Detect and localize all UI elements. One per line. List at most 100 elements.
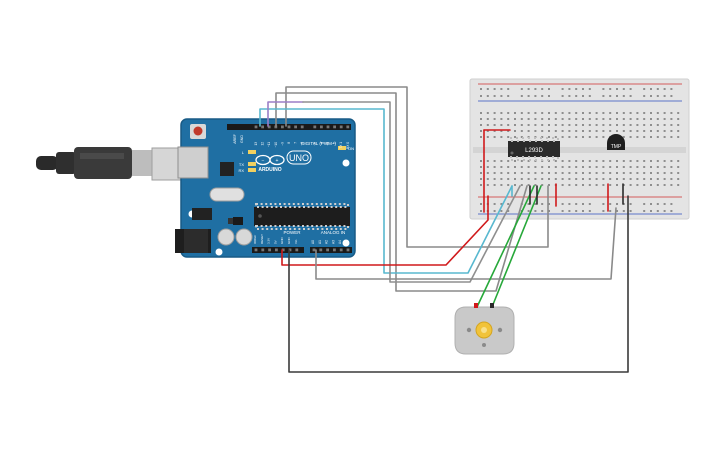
breadboard-hole — [534, 203, 537, 205]
breadboard-hole — [629, 166, 632, 168]
breadboard-hole — [643, 160, 646, 162]
breadboard-hole — [561, 210, 564, 212]
power-pin-socket — [288, 248, 292, 252]
led-tx-label: TX — [239, 162, 244, 167]
digital-pin-socket — [339, 125, 343, 129]
breadboard-hole — [575, 88, 578, 90]
l293d-motor-driver-ic: L293D — [508, 137, 560, 161]
power-pin-label: RESET — [260, 234, 264, 244]
breadboard-hole — [622, 118, 625, 120]
breadboard-hole — [588, 210, 591, 212]
breadboard-hole — [568, 160, 571, 162]
breadboard-hole — [561, 172, 564, 174]
breadboard-hole — [575, 166, 578, 168]
digital-pin-socket — [346, 125, 350, 129]
breadboard-hole — [561, 112, 564, 114]
digital-pin-label: 12 — [261, 142, 265, 146]
analog-pin-label: A4 — [338, 240, 342, 244]
breadboard-hole — [527, 95, 530, 97]
breadboard-hole — [663, 95, 666, 97]
breadboard-hole — [643, 172, 646, 174]
breadboard-hole — [609, 88, 612, 90]
breadboard-hole — [575, 118, 578, 120]
power-pin-label: 3.3V — [267, 238, 271, 244]
svg-text:+: + — [276, 158, 279, 164]
breadboard-hole — [595, 130, 598, 132]
breadboard-hole — [500, 118, 503, 120]
power-pin-socket — [281, 248, 285, 252]
analog-pin-label: A5 — [345, 240, 349, 244]
breadboard-hole — [568, 112, 571, 114]
breadboard-hole — [554, 118, 557, 120]
breadboard-hole — [643, 136, 646, 138]
breadboard-hole — [541, 124, 544, 126]
breadboard-hole — [520, 184, 523, 186]
breadboard-hole — [656, 184, 659, 186]
breadboard-hole — [575, 160, 578, 162]
breadboard-hole — [568, 184, 571, 186]
breadboard-hole — [534, 95, 537, 97]
breadboard-hole — [575, 136, 578, 138]
digital-pin-label: 2 — [333, 142, 337, 144]
breadboard-hole — [602, 160, 605, 162]
breadboard-hole — [527, 124, 530, 126]
breadboard-hole — [650, 178, 652, 180]
breadboard-hole — [568, 203, 571, 205]
digital-pin-label: 4 — [319, 142, 323, 144]
breadboard-hole — [677, 130, 680, 132]
breadboard-hole — [588, 95, 591, 97]
breadboard-hole — [541, 130, 544, 132]
analog-pin-label: A1 — [318, 240, 322, 244]
wires — [259, 86, 629, 373]
breadboard-hole — [629, 160, 632, 162]
breadboard-hole — [602, 166, 605, 168]
breadboard-hole — [636, 166, 639, 168]
power-header — [252, 247, 304, 253]
breadboard-hole — [677, 124, 680, 126]
breadboard-hole — [616, 118, 618, 120]
breadboard-hole — [520, 172, 523, 174]
breadboard-hole — [582, 166, 584, 168]
led-l-label: L — [242, 150, 245, 155]
breadboard-hole — [677, 178, 680, 180]
breadboard-hole — [527, 118, 530, 120]
usb-cable — [36, 147, 187, 181]
breadboard-hole — [548, 184, 550, 186]
breadboard-hole — [534, 166, 537, 168]
breadboard-hole — [602, 184, 605, 186]
wire-purple-pin12 — [267, 101, 304, 127]
breadboard-hole — [629, 178, 632, 180]
breadboard-hole — [480, 118, 482, 120]
breadboard-hole — [663, 184, 666, 186]
breadboard-hole — [500, 210, 503, 212]
breadboard-hole — [500, 166, 503, 168]
breadboard-hole — [622, 166, 625, 168]
breadboard-hole — [670, 118, 673, 120]
breadboard-hole — [616, 178, 618, 180]
breadboard-hole — [622, 136, 625, 138]
breadboard-hole — [486, 166, 489, 168]
breadboard-hole — [602, 118, 605, 120]
breadboard-hole — [609, 172, 612, 174]
breadboard-hole — [548, 136, 550, 138]
breadboard-hole — [609, 124, 612, 126]
breadboard-hole — [507, 124, 510, 126]
digital-pin-label: 13 — [254, 142, 258, 146]
reset-button-cap[interactable] — [193, 126, 203, 136]
breadboard-hole — [629, 172, 632, 174]
breadboard-hole — [493, 166, 496, 168]
breadboard-hole — [616, 203, 618, 205]
digital-pin-label: ~10 — [274, 142, 278, 148]
breadboard-hole — [656, 95, 659, 97]
breadboard-hole — [595, 166, 598, 168]
breadboard-hole — [500, 124, 503, 126]
breadboard-hole — [636, 184, 639, 186]
power-pin-label: IOREF — [253, 235, 257, 244]
digital-pin-label: 7 — [294, 142, 298, 144]
breadboard-hole — [534, 88, 537, 90]
breadboard-hole — [609, 166, 612, 168]
breadboard-hole — [527, 166, 530, 168]
breadboard-hole — [534, 124, 537, 126]
breadboard-hole — [670, 95, 673, 97]
breadboard-hole — [677, 160, 680, 162]
